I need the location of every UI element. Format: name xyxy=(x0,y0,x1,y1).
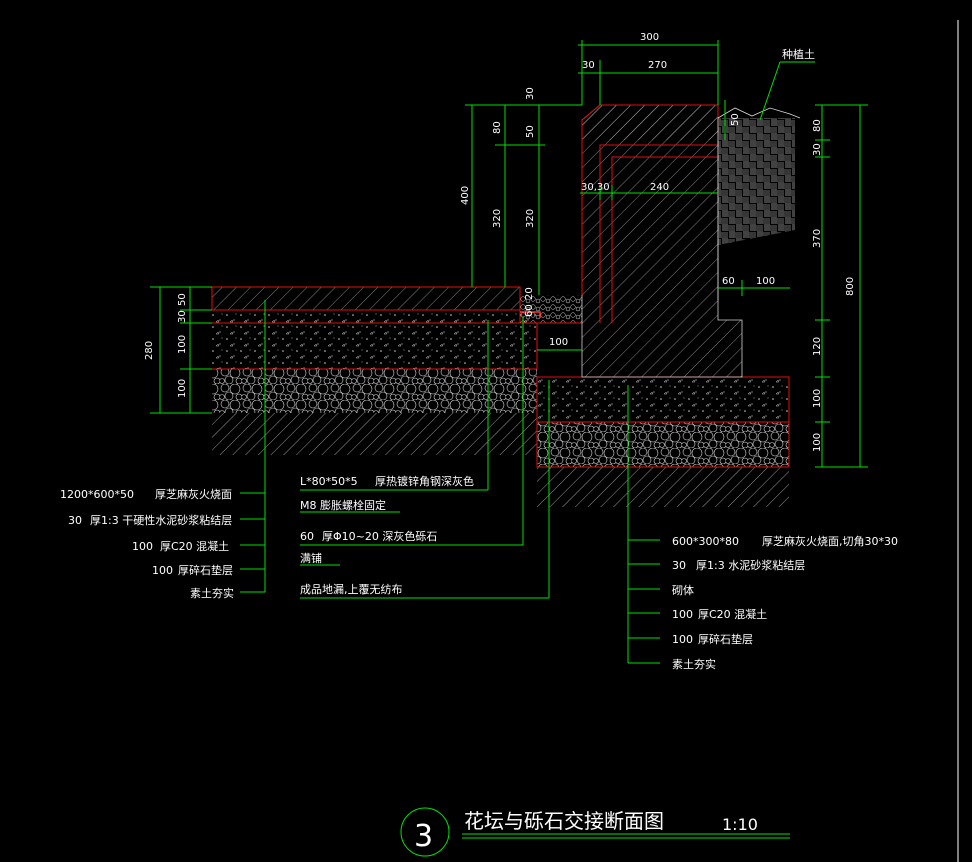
dim-240: 240 xyxy=(650,182,669,193)
center-label-3-text: 厚Φ10~20 深灰色砾石 xyxy=(322,529,437,543)
coping-stone xyxy=(582,105,718,140)
gravel-strip xyxy=(520,295,582,323)
left-label-3-spec: 100 xyxy=(132,540,153,553)
drawing-title: 花坛与砾石交接断面图 xyxy=(464,809,664,833)
dim-right-30: 30 xyxy=(812,143,823,156)
right-label-5-text: 厚碎石垫层 xyxy=(698,632,753,646)
dim-pave-30: 30 xyxy=(177,310,188,323)
left-mortar xyxy=(212,310,537,323)
drawing-scale: 1:10 xyxy=(722,815,758,834)
right-callouts: 600*300*80 厚芝麻灰火烧面,切角30*30 30 厚1:3 水泥砂浆粘… xyxy=(672,534,898,671)
dim-top-30: 30 xyxy=(582,60,595,71)
left-label-2-spec: 30 xyxy=(68,514,82,527)
dim-right-100b: 100 xyxy=(812,433,823,452)
dim-right-80: 80 xyxy=(812,119,823,132)
dim-left-30: 30 xyxy=(525,87,536,100)
dim-right-120: 120 xyxy=(812,337,823,356)
dim-mid-100: 100 xyxy=(756,276,775,287)
dim-pave-total: 280 xyxy=(144,341,155,360)
planting-soil-label: 种植土 xyxy=(782,47,815,61)
dim-right-100a: 100 xyxy=(812,389,823,408)
dim-left-80: 80 xyxy=(492,121,503,134)
left-label-5-text: 素土夯实 xyxy=(190,586,234,600)
right-label-6-text: 素土夯实 xyxy=(672,657,716,671)
left-label-3-text: 厚C20 混凝土 xyxy=(160,539,229,553)
center-label-2-spec: M8 xyxy=(300,499,317,512)
right-soil-hatch xyxy=(537,467,789,507)
masonry-wall xyxy=(582,105,742,377)
left-label-1-spec: 1200*600*50 xyxy=(60,488,134,501)
dimension-lines xyxy=(150,20,959,862)
dim-mid-60: 60 xyxy=(722,276,735,287)
left-stone-slab xyxy=(212,287,520,310)
dim-top-270: 270 xyxy=(648,60,667,71)
left-label-2-text: 厚1:3 干硬性水泥砂浆粘结层 xyxy=(90,513,232,527)
center-label-1-text: 厚热镀锌角钢深灰色 xyxy=(375,474,474,488)
center-label-5-text: 成品地漏,上覆无纺布 xyxy=(300,582,403,596)
center-callouts: L*80*50*5 厚热镀锌角钢深灰色 M8 膨胀螺栓固定 60 厚Φ10~20… xyxy=(300,474,474,596)
dim-edge-20: 20 xyxy=(524,287,535,300)
planting-soil xyxy=(718,118,795,245)
dim-left-320b: 320 xyxy=(525,209,536,228)
dim-right-total: 800 xyxy=(845,277,856,296)
right-label-2-spec: 30 xyxy=(672,559,686,572)
left-soil-hatch xyxy=(212,413,537,455)
dim-right-370: 370 xyxy=(812,229,823,248)
right-label-1-text: 厚芝麻灰火烧面,切角30*30 xyxy=(762,534,898,548)
dim-gap-100: 100 xyxy=(549,337,568,348)
dim-edge-60: 60 xyxy=(524,304,535,317)
left-concrete xyxy=(212,323,537,369)
center-label-2-text: 膨胀螺栓固定 xyxy=(320,498,386,512)
dim-pave-50: 50 xyxy=(177,293,188,306)
right-concrete xyxy=(537,377,789,422)
right-label-4-spec: 100 xyxy=(672,608,693,621)
left-label-1-text: 厚芝麻灰火烧面 xyxy=(155,487,232,501)
right-gravel-bed xyxy=(537,422,789,467)
left-callouts: 1200*600*50 厚芝麻灰火烧面 30 厚1:3 干硬性水泥砂浆粘结层 1… xyxy=(60,487,234,600)
dim-left-50: 50 xyxy=(525,125,536,138)
center-label-1-spec: L*80*50*5 xyxy=(300,475,358,488)
angle-steel xyxy=(520,311,541,318)
dim-pave-100a: 100 xyxy=(177,335,188,354)
left-label-4-text: 厚碎石垫层 xyxy=(178,563,233,577)
drawing-number: 3 xyxy=(414,819,433,854)
center-label-4-text: 满铺 xyxy=(300,552,322,565)
dim-wall-50: 50 xyxy=(730,113,741,126)
center-label-3-spec: 60 xyxy=(300,530,314,543)
dim-pave-100b: 100 xyxy=(177,379,188,398)
right-label-5-spec: 100 xyxy=(672,633,693,646)
dim-left-320a: 320 xyxy=(492,209,503,228)
dim-30-30: 30,30 xyxy=(581,182,610,193)
dim-top-total: 300 xyxy=(640,32,659,43)
right-label-2-text: 厚1:3 水泥砂浆粘结层 xyxy=(696,558,805,572)
right-label-4-text: 厚C20 混凝土 xyxy=(698,607,767,621)
left-gravel-bed xyxy=(212,369,537,413)
right-label-3-text: 砌体 xyxy=(672,583,694,597)
left-label-4-spec: 100 xyxy=(152,564,173,577)
right-label-1-spec: 600*300*80 xyxy=(672,535,739,548)
dim-left-400: 400 xyxy=(460,186,471,205)
